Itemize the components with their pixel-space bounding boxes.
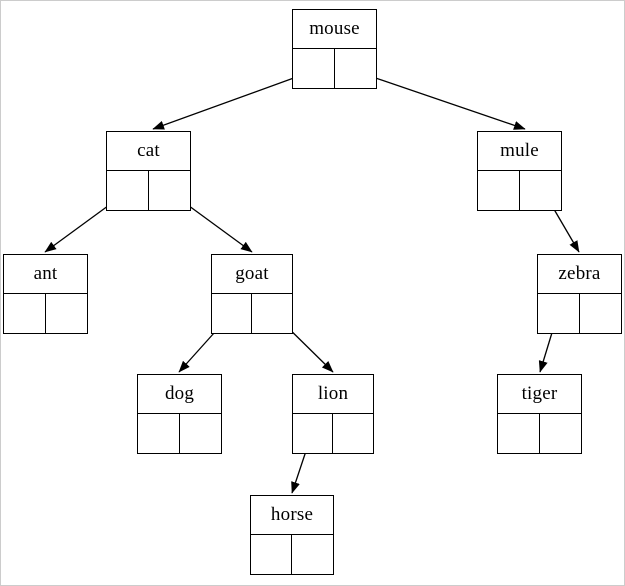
right-pointer-cell-tiger[interactable] [540,414,582,453]
right-pointer-cell-ant[interactable] [46,294,88,333]
node-label-dog: dog [138,375,221,414]
node-label-mule: mule [478,132,561,171]
left-pointer-cell-zebra[interactable] [538,294,580,333]
left-pointer-cell-horse[interactable] [251,535,292,574]
left-pointer-cell-dog[interactable] [138,414,180,453]
node-label-tiger: tiger [498,375,581,414]
node-label-goat: goat [212,255,292,294]
edge-mouse-to-mule [354,70,526,130]
left-pointer-cell-cat[interactable] [107,171,149,210]
left-pointer-cell-lion[interactable] [293,414,333,453]
node-pointer-row-ant [4,294,87,333]
tree-node-horse[interactable]: horse [250,495,334,575]
tree-node-mouse[interactable]: mouse [292,9,377,89]
node-pointer-row-tiger [498,414,581,453]
tree-node-tiger[interactable]: tiger [497,374,582,454]
node-pointer-row-cat [107,171,190,210]
tree-node-dog[interactable]: dog [137,374,222,454]
node-pointer-row-mule [478,171,561,210]
right-pointer-cell-dog[interactable] [180,414,222,453]
left-pointer-cell-mouse[interactable] [293,49,335,88]
tree-node-lion[interactable]: lion [292,374,374,454]
right-pointer-cell-lion[interactable] [333,414,373,453]
right-pointer-cell-cat[interactable] [149,171,191,210]
node-label-zebra: zebra [538,255,621,294]
left-pointer-cell-mule[interactable] [478,171,520,210]
edge-mouse-to-cat [152,70,314,130]
node-pointer-row-mouse [293,49,376,88]
node-pointer-row-horse [251,535,333,574]
tree-node-cat[interactable]: cat [106,131,191,211]
left-pointer-cell-tiger[interactable] [498,414,540,453]
right-pointer-cell-mouse[interactable] [335,49,377,88]
node-label-ant: ant [4,255,87,294]
tree-node-ant[interactable]: ant [3,254,88,334]
node-pointer-row-zebra [538,294,621,333]
node-label-lion: lion [293,375,373,414]
left-pointer-cell-ant[interactable] [4,294,46,333]
node-label-horse: horse [251,496,333,535]
right-pointer-cell-goat[interactable] [252,294,292,333]
left-pointer-cell-goat[interactable] [212,294,252,333]
node-pointer-row-lion [293,414,373,453]
node-label-cat: cat [107,132,190,171]
node-pointer-row-goat [212,294,292,333]
right-pointer-cell-zebra[interactable] [580,294,622,333]
right-pointer-cell-mule[interactable] [520,171,562,210]
tree-node-goat[interactable]: goat [211,254,293,334]
tree-node-zebra[interactable]: zebra [537,254,622,334]
node-label-mouse: mouse [293,10,376,49]
right-pointer-cell-horse[interactable] [292,535,333,574]
node-pointer-row-dog [138,414,221,453]
tree-node-mule[interactable]: mule [477,131,562,211]
